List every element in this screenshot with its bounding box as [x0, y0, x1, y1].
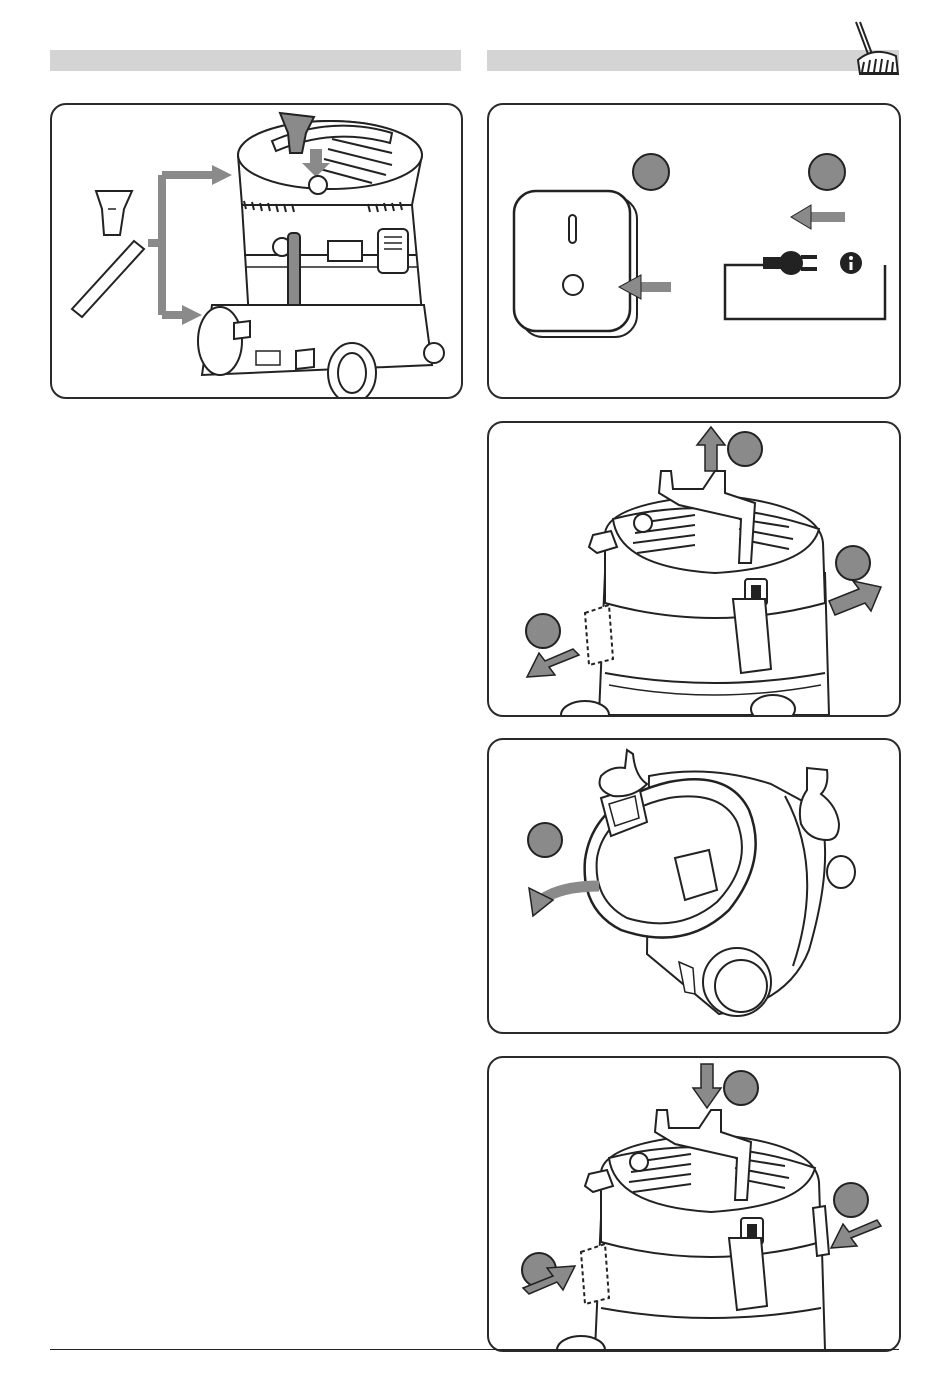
- vacuum-head-removal-illustration: [489, 423, 899, 715]
- release-latches-lift-head-panel: [487, 421, 901, 717]
- right-section-header-bar: [487, 50, 899, 71]
- step-marker-2: [809, 154, 845, 190]
- step-marker-3: [526, 614, 560, 648]
- turn-head-over-panel: [487, 738, 901, 1034]
- vacuum-head-refit-illustration: [489, 1058, 899, 1350]
- power-switch-and-plug-illustration: [489, 105, 899, 397]
- step-marker-2: [834, 1183, 868, 1217]
- step-marker-1: [724, 1071, 758, 1105]
- step-marker-2: [836, 546, 870, 580]
- info-icon: [840, 252, 862, 274]
- step-marker-1: [633, 154, 669, 190]
- refit-head-close-latches-panel: [487, 1056, 901, 1352]
- vacuum-head-flip-illustration: [489, 740, 899, 1032]
- vacuum-accessory-storage-illustration: [52, 105, 461, 397]
- accessory-storage-panel: [50, 103, 463, 399]
- step-marker-1: [528, 823, 562, 857]
- vacuum-brush-logo-icon: [848, 20, 900, 78]
- left-section-header-bar: [50, 50, 461, 71]
- footer-rule: [50, 1349, 899, 1350]
- step-marker-1: [728, 432, 762, 466]
- power-off-unplug-panel: [487, 103, 901, 399]
- power-plug-icon: [763, 251, 817, 275]
